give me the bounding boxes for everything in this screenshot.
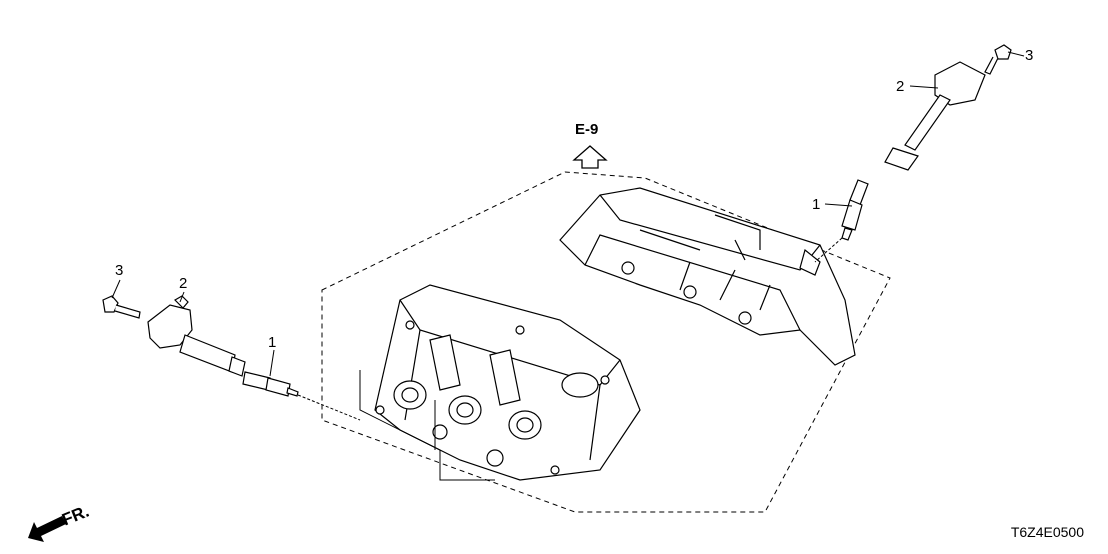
callout-right-coil: 2 (896, 78, 905, 95)
callout-right-bolt: 3 (1025, 47, 1034, 64)
right-coil-drawing (884, 61, 986, 171)
rear-head-cover (559, 187, 856, 366)
left-spark-plug-drawing (242, 371, 299, 397)
callout-left-bolt: 3 (115, 262, 124, 279)
diagram-code: T6Z4E0500 (1010, 524, 1084, 540)
right-spark-plug-drawing (841, 179, 869, 241)
reference-label: E-9 (575, 121, 599, 138)
assembly-outline (321, 171, 891, 513)
reference-arrow-icon (572, 145, 608, 169)
left-coil-drawing (147, 295, 246, 377)
callout-left-coil: 2 (179, 275, 188, 292)
callout-right-plug: 1 (812, 196, 821, 213)
front-arrow-icon (28, 516, 66, 542)
right-bolt-drawing (984, 44, 1012, 75)
leader-lines (111, 51, 1025, 421)
callout-left-plug: 1 (268, 334, 277, 351)
front-head-cover (359, 284, 641, 481)
left-bolt-drawing (102, 295, 141, 319)
